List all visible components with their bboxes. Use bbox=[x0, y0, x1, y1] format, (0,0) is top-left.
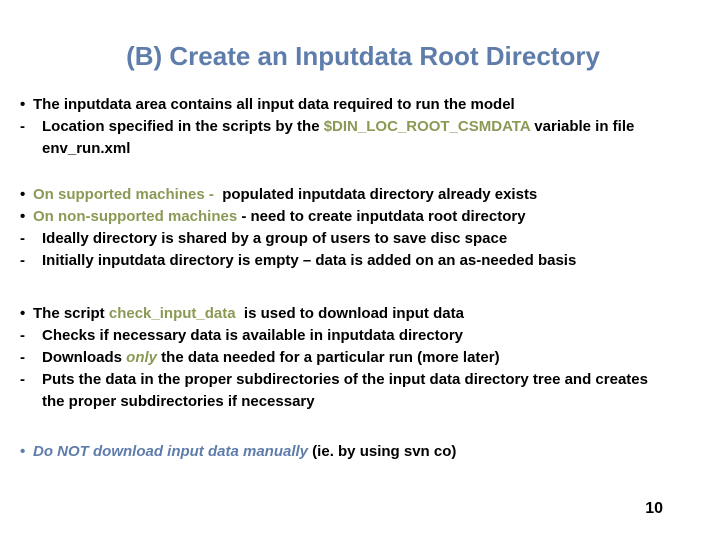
text-run: Initially inputdata directory is empty –… bbox=[42, 252, 577, 269]
warning-emphasis: Do NOT download input data manually bbox=[33, 443, 309, 460]
bullet-block-machines: • On supported machines - populated inpu… bbox=[20, 184, 706, 272]
text-run: (ie. by using svn co) bbox=[308, 443, 457, 460]
list-item-text: Ideally directory is shared by a group o… bbox=[42, 228, 706, 250]
text-run: the data needed for a particular run (mo… bbox=[157, 349, 500, 366]
page-title: (B) Create an Inputdata Root Directory bbox=[126, 41, 600, 71]
script-name-highlight: check_input_data bbox=[108, 305, 236, 322]
text-run: populated inputdata directory already ex… bbox=[218, 186, 538, 203]
text-run: Puts the data in the proper subdirectori… bbox=[42, 371, 648, 410]
list-item-text: The script check_input_data is used to d… bbox=[33, 303, 706, 325]
list-item: - Location specified in the scripts by t… bbox=[20, 116, 706, 160]
list-item: - Initially inputdata directory is empty… bbox=[20, 250, 706, 272]
list-item: - Ideally directory is shared by a group… bbox=[20, 228, 706, 250]
bullet-block-check-input-data: • The script check_input_data is used to… bbox=[20, 303, 706, 413]
text-run: The script bbox=[33, 305, 109, 322]
bullet-marker: • bbox=[20, 443, 26, 460]
dash-marker: - bbox=[20, 371, 25, 388]
variable-name-highlight: $DIN_LOC_ROOT_CSMDATA bbox=[323, 118, 531, 135]
list-item: • On supported machines - populated inpu… bbox=[20, 184, 706, 206]
only-emphasis: only bbox=[126, 349, 158, 366]
list-item-text: On non-supported machines - need to crea… bbox=[33, 206, 706, 228]
text-run: The inputdata area contains all input da… bbox=[33, 96, 515, 113]
text-run: - need to create inputdata root director… bbox=[237, 208, 526, 225]
list-item: - Checks if necessary data is available … bbox=[20, 325, 706, 347]
dash-marker: - bbox=[20, 230, 25, 247]
list-item: - Puts the data in the proper subdirecto… bbox=[20, 369, 706, 413]
list-item-text: Downloads only the data needed for a par… bbox=[42, 347, 706, 369]
supported-machines-highlight: On supported machines - bbox=[33, 186, 219, 203]
list-item-text: On supported machines - populated inputd… bbox=[33, 184, 706, 206]
bullet-marker: • bbox=[20, 186, 26, 203]
dash-marker: - bbox=[20, 349, 25, 366]
dash-marker: - bbox=[20, 327, 25, 344]
list-item-text: Checks if necessary data is available in… bbox=[42, 325, 706, 347]
text-run: is used to download input data bbox=[235, 305, 464, 322]
page-number: 10 bbox=[645, 500, 663, 517]
text-run: Checks if necessary data is available in… bbox=[42, 327, 464, 344]
list-item-text: Puts the data in the proper subdirectori… bbox=[42, 369, 706, 413]
list-item-text: Do NOT download input data manually (ie.… bbox=[33, 441, 706, 463]
list-item-text: The inputdata area contains all input da… bbox=[33, 94, 706, 116]
nonsupported-machines-highlight: On non-supported machines bbox=[33, 208, 238, 225]
bullet-marker: • bbox=[20, 208, 26, 225]
list-item-text: Location specified in the scripts by the… bbox=[42, 116, 706, 160]
dash-marker: - bbox=[20, 252, 25, 269]
bullet-marker: • bbox=[20, 305, 26, 322]
text-run: Location specified in the scripts by the bbox=[42, 118, 324, 135]
list-item: • The inputdata area contains all input … bbox=[20, 94, 706, 116]
list-item: • Do NOT download input data manually (i… bbox=[20, 441, 706, 463]
list-item: - Downloads only the data needed for a p… bbox=[20, 347, 706, 369]
list-item: • On non-supported machines - need to cr… bbox=[20, 206, 706, 228]
bullet-block-inputdata-area: • The inputdata area contains all input … bbox=[20, 94, 706, 160]
dash-marker: - bbox=[20, 118, 25, 135]
bullet-block-warning: • Do NOT download input data manually (i… bbox=[20, 441, 706, 463]
text-run: Downloads bbox=[42, 349, 127, 366]
list-item-text: Initially inputdata directory is empty –… bbox=[42, 250, 706, 272]
text-run: Ideally directory is shared by a group o… bbox=[42, 230, 508, 247]
bullet-marker: • bbox=[20, 96, 26, 113]
text-run: variable in file env_run.xml bbox=[42, 118, 635, 157]
list-item: • The script check_input_data is used to… bbox=[20, 303, 706, 325]
